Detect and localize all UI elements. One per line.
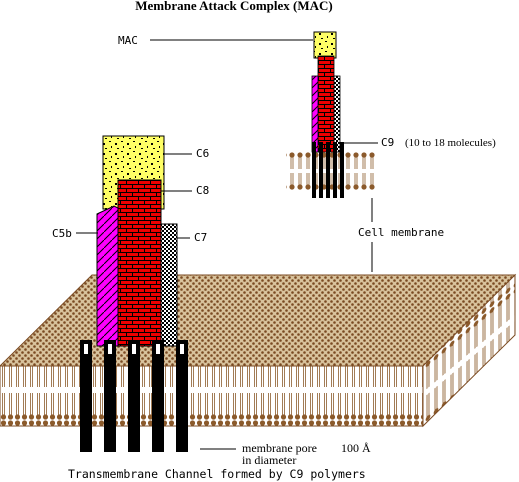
- label-mac: MAC: [118, 34, 138, 47]
- label-pore-size: 100 Å: [341, 441, 371, 455]
- label-c5b: C5b: [52, 227, 72, 240]
- membrane-side-face: [422, 273, 516, 428]
- label-membrane-pore: membrane pore: [242, 441, 317, 455]
- diagram-title: Membrane Attack Complex (MAC): [135, 0, 332, 13]
- c8-block: [117, 179, 162, 347]
- label-c7: C7: [194, 231, 207, 244]
- small-mac: [286, 31, 376, 198]
- label-cell-membrane: Cell membrane: [358, 226, 444, 239]
- label-c9-note: (10 to 18 molecules): [405, 137, 496, 149]
- c9-pore: [80, 340, 188, 452]
- label-c9: C9: [381, 136, 394, 149]
- small-membrane: [286, 152, 376, 190]
- label-pore-diameter: in diameter: [242, 453, 296, 467]
- membrane-front-face: [0, 365, 424, 427]
- label-c6: C6: [196, 147, 209, 160]
- large-mac: [96, 135, 178, 347]
- label-c8: C8: [196, 184, 209, 197]
- lipid-bilayer: [0, 273, 517, 428]
- diagram-caption: Transmembrane Channel formed by C9 polym…: [68, 467, 366, 481]
